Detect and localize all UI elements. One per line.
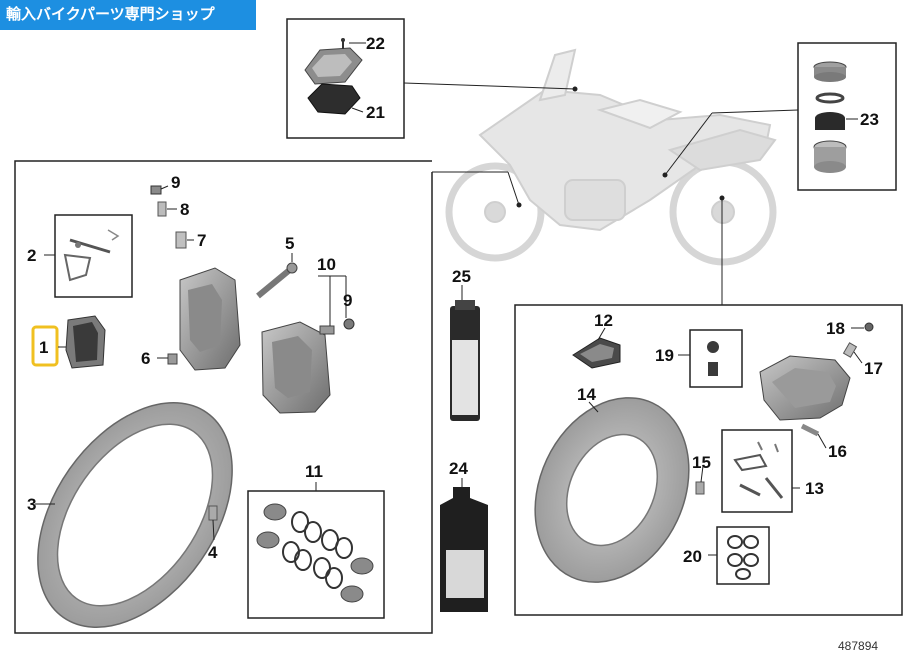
part-24-brake-fluid-bottle (440, 487, 488, 612)
callout-4[interactable]: 4 (208, 543, 218, 562)
callout-25[interactable]: 25 (452, 267, 471, 286)
part-3-front-brake-rotor (37, 402, 233, 628)
part-1-front-brake-pad (65, 315, 106, 369)
part-25-spray-can (450, 300, 480, 421)
callout-19[interactable]: 19 (655, 346, 674, 365)
callout-11[interactable]: 11 (305, 462, 323, 481)
part-16-caliper-bolt (800, 423, 820, 437)
part-12-rear-brake-pad (572, 337, 621, 369)
callout-5[interactable]: 5 (285, 234, 294, 253)
part-17-bleed-screw (842, 342, 858, 358)
callout-22[interactable]: 22 (366, 34, 385, 53)
callout-8[interactable]: 8 (180, 200, 189, 219)
callout-9-top[interactable]: 9 (171, 173, 180, 192)
callout-14[interactable]: 14 (577, 385, 596, 404)
figure-number: 487894 (838, 639, 878, 653)
shop-banner: 輸入バイクパーツ専門ショップ (0, 0, 256, 30)
front-brake-frame (14, 160, 433, 634)
callout-23[interactable]: 23 (860, 110, 879, 129)
part-13-pad-hardware-kit (721, 429, 793, 513)
callout-2[interactable]: 2 (27, 246, 36, 265)
part-6-pin (167, 353, 178, 365)
leader-lines (35, 42, 864, 556)
callout-15[interactable]: 15 (692, 453, 711, 472)
part-19-pin-set (689, 329, 743, 388)
part-8-bleed-screw (157, 201, 167, 217)
part-5-caliper-bolt (256, 262, 298, 299)
callout-6[interactable]: 6 (141, 349, 150, 368)
rear-reservoir-box (797, 42, 897, 191)
part-11-piston-seal-kit (247, 490, 385, 619)
callout-12[interactable]: 12 (594, 311, 613, 330)
part-14-rear-brake-rotor (534, 397, 690, 583)
part-9-bleed-cap-right (343, 318, 355, 330)
part-20-seal-set (716, 526, 770, 585)
part-2-pad-pin-kit (54, 214, 133, 298)
part-7-banjo-bolt (175, 231, 187, 249)
callout-24[interactable]: 24 (449, 459, 468, 478)
callout-7[interactable]: 7 (197, 231, 206, 250)
part-1-highlight-box (31, 325, 59, 367)
part-15-rotor-bolt (695, 481, 705, 495)
front-left-brake-caliper (179, 267, 241, 371)
part-18-bleed-cap (864, 322, 874, 332)
front-right-brake-caliper (261, 321, 335, 414)
callout-18[interactable]: 18 (826, 319, 845, 338)
callout-labels: 22 21 23 9 8 7 2 5 10 9 1 6 3 4 11 25 24… (27, 34, 883, 566)
callout-9-right[interactable]: 9 (343, 291, 352, 310)
rear-brake-caliper (759, 355, 851, 421)
callout-17[interactable]: 17 (864, 359, 883, 378)
callout-16[interactable]: 16 (828, 442, 847, 461)
callout-21[interactable]: 21 (366, 103, 385, 122)
part-4-rotor-bolt (208, 505, 218, 521)
callout-3[interactable]: 3 (27, 495, 36, 514)
rear-brake-frame (514, 304, 903, 616)
motorcycle-illustration (445, 48, 777, 266)
callout-20[interactable]: 20 (683, 547, 702, 566)
callout-10[interactable]: 10 (317, 255, 336, 274)
callout-13[interactable]: 13 (805, 479, 824, 498)
front-master-cylinder-box (286, 18, 405, 139)
part-9-bleed-cap (150, 185, 162, 195)
callout-1[interactable]: 1 (39, 338, 48, 357)
